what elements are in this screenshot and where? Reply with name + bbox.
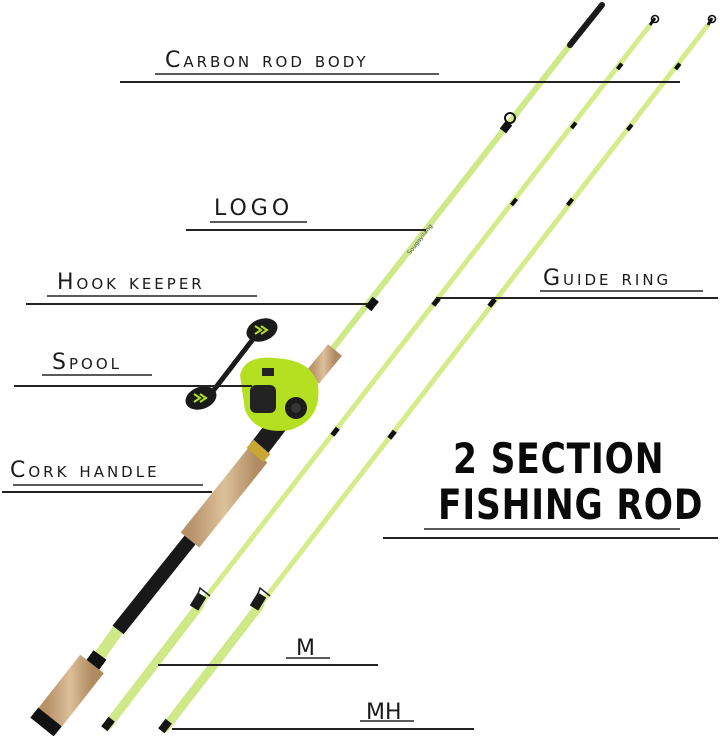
leader-line-cork-handle <box>2 491 212 493</box>
baitcasting-reel <box>185 318 319 431</box>
label-m: M <box>296 636 315 661</box>
title-line-1: 2 SECTION <box>453 434 665 483</box>
title-underline <box>424 528 680 530</box>
m-rod-section <box>101 14 660 732</box>
leader-line-spool <box>14 385 252 387</box>
label-underline <box>42 374 152 376</box>
leader-line-carbon <box>120 81 680 83</box>
leader-line-hook-keeper <box>26 303 368 305</box>
label-underline <box>360 720 414 722</box>
title-line-2: FISHING ROD <box>438 480 704 529</box>
label-mh: MH <box>366 700 402 725</box>
leader-line-logo <box>186 229 426 231</box>
label-spool: Spool <box>52 350 122 375</box>
label-underline <box>47 295 257 297</box>
label-guide-ring: Guide ring <box>543 266 672 291</box>
mh-rod-section <box>158 14 717 734</box>
svg-text:Sougayilang: Sougayilang <box>406 223 434 257</box>
label-underline <box>540 290 703 292</box>
label-underline <box>286 657 330 659</box>
label-underline <box>155 73 439 75</box>
leader-line-guide-ring <box>436 297 718 299</box>
label-underline <box>13 484 203 486</box>
label-carbon-rod-body: Carbon rod body <box>165 48 369 73</box>
leader-line-m <box>158 664 378 666</box>
leader-line-mh <box>172 728 474 730</box>
label-logo: LOGO <box>214 196 294 221</box>
label-hook-keeper: Hook keeper <box>57 270 205 295</box>
title-leader-line <box>383 537 718 539</box>
main-rod-section: Sougayilang <box>30 2 605 736</box>
label-underline <box>210 221 307 223</box>
label-cork-handle: Cork handle <box>10 458 160 483</box>
